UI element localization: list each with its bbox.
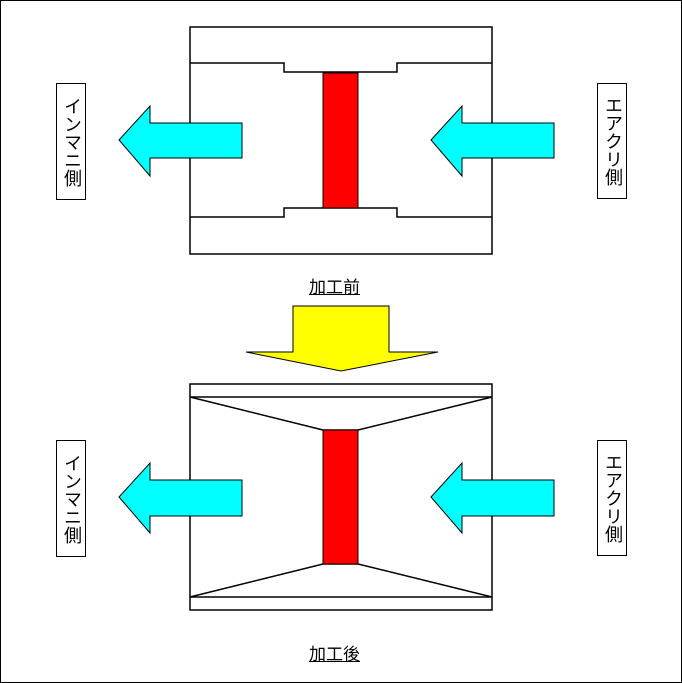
top-upper-step [190,62,492,73]
top-right-arrow [430,104,555,178]
top-left-arrow [118,104,243,178]
top-caption: 加工前 [309,278,360,298]
bottom-body [189,383,493,611]
bottom-caption: 加工後 [309,645,360,665]
top-throttle-plate [322,72,359,209]
top-right-label: エアクリ側 [597,83,627,199]
bottom-left-label: インマニ側 [56,440,86,557]
top-left-label: インマニ側 [56,83,86,200]
bottom-left-arrow [118,461,243,535]
bottom-right-arrow [430,461,555,535]
down-arrow [245,305,439,372]
bottom-right-label: エアクリ側 [597,440,627,556]
bottom-throttle-plate [322,429,359,565]
